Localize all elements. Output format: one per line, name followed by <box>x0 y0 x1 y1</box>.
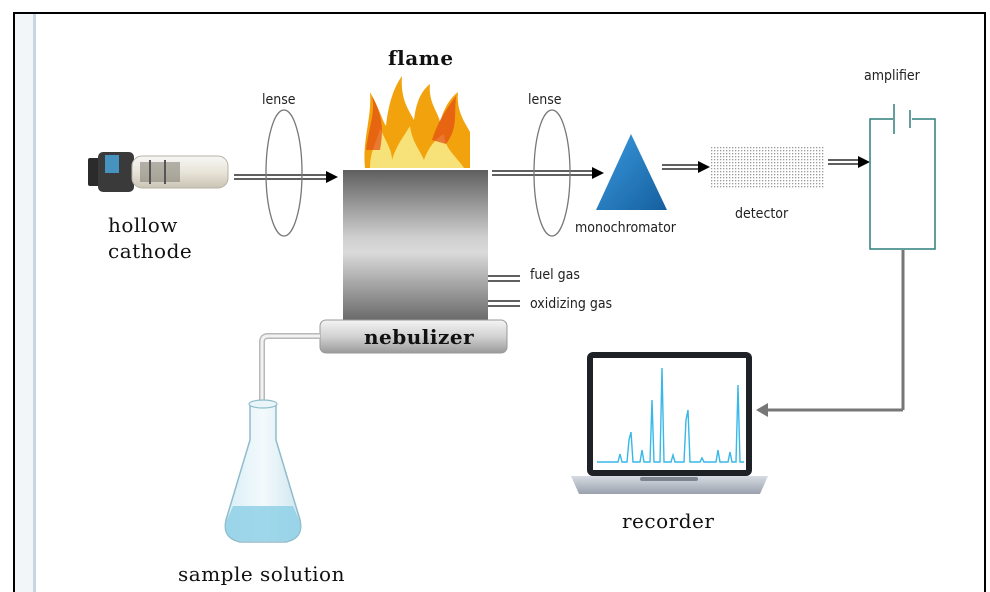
lense-left-shape <box>265 109 303 237</box>
beam-arrow-1 <box>234 171 338 183</box>
label-sample-solution: sample solution <box>178 562 345 586</box>
screen-trace <box>597 367 744 463</box>
label-amplifier: amplifier <box>864 68 920 84</box>
detector-grid <box>710 146 825 188</box>
hollow-cathode-lamp <box>88 152 229 192</box>
signal-line <box>756 250 905 417</box>
label-lense-left: lense <box>262 92 296 108</box>
laptop <box>571 352 768 494</box>
oxidizing-gas-inlet <box>488 300 520 307</box>
flame-shape <box>364 76 470 168</box>
label-nebulizer: nebulizer <box>364 325 475 349</box>
label-recorder: recorder <box>622 509 715 533</box>
beam-arrow-2 <box>492 167 604 179</box>
figure-frame <box>13 12 986 592</box>
label-flame: flame <box>388 46 454 70</box>
label-oxidizing-gas: oxidizing gas <box>530 296 613 312</box>
monochromator-prism <box>596 134 667 210</box>
sample-flask <box>224 399 302 543</box>
label-fuel-gas: fuel gas <box>530 267 580 283</box>
label-lense-right: lense <box>528 92 562 108</box>
label-detector: detector <box>735 206 789 222</box>
beam-arrow-4 <box>828 156 870 168</box>
burner-chamber <box>343 170 488 320</box>
amplifier-circuit <box>869 104 936 250</box>
fuel-gas-inlet <box>488 275 520 282</box>
label-monochromator: monochromator <box>575 220 676 236</box>
left-margin-strip <box>15 14 36 592</box>
lense-right-shape <box>533 109 571 237</box>
label-hollow-cathode: hollow cathode <box>108 213 193 263</box>
beam-arrow-3 <box>662 161 710 173</box>
